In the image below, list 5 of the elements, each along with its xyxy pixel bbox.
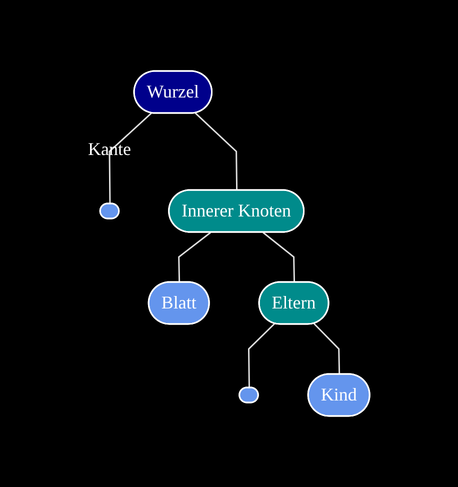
connector <box>248 323 276 388</box>
connector <box>178 232 212 283</box>
connector <box>195 112 238 191</box>
connector <box>262 232 296 283</box>
connector <box>314 323 340 374</box>
